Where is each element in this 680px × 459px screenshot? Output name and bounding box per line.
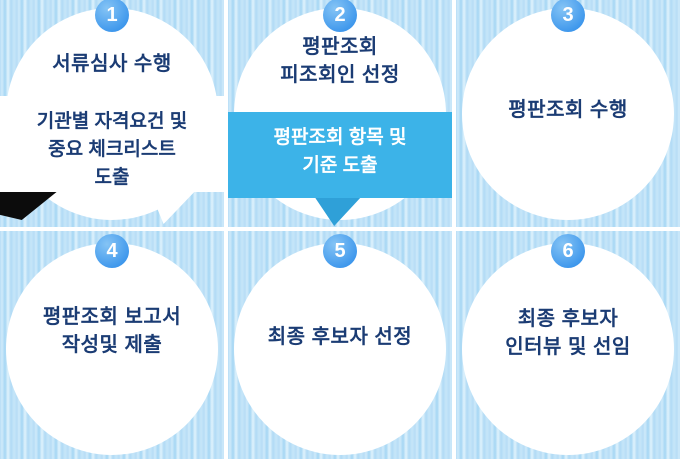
step-6-number-badge: 6 bbox=[551, 234, 585, 268]
step-6-title-line: 인터뷰 및 선임 bbox=[505, 336, 631, 358]
step-4-number-badge: 4 bbox=[95, 234, 129, 268]
step-2-note-line: 기준 도출 bbox=[302, 155, 378, 176]
step-3-title-line: 평판조회 수행 bbox=[508, 99, 628, 121]
step-6-title: 최종 후보자 인터뷰 및 선임 bbox=[456, 305, 680, 361]
step-2-note-box: 평판조회 항목 및 기준 도출 bbox=[228, 112, 452, 198]
step-5-number-badge: 5 bbox=[323, 234, 357, 268]
step-5-title: 최종 후보자 선정 bbox=[228, 323, 452, 351]
step-3-panel: 3 평판조회 수행 bbox=[456, 0, 680, 227]
step-5-number: 5 bbox=[334, 239, 346, 262]
step-4-title-line: 평판조회 보고서 bbox=[42, 306, 182, 328]
step-2-title: 평판조회 피조회인 선정 bbox=[228, 33, 452, 89]
step-1-number-badge: 1 bbox=[95, 0, 129, 32]
step-4-circle bbox=[6, 243, 218, 455]
step-5-title-line: 최종 후보자 선정 bbox=[267, 326, 413, 348]
step-2-number-badge: 2 bbox=[323, 0, 357, 32]
step-2-note-line: 평판조회 항목 및 bbox=[273, 127, 407, 148]
step-1-note-line: 도출 bbox=[94, 167, 130, 188]
step-3-number: 3 bbox=[562, 3, 574, 26]
step-3-circle bbox=[462, 8, 674, 220]
step-4-title-line: 작성및 제출 bbox=[61, 334, 163, 356]
step-6-title-line: 최종 후보자 bbox=[517, 308, 619, 330]
step-4-panel: 4 평판조회 보고서 작성및 제출 bbox=[0, 231, 224, 459]
step-3-title: 평판조회 수행 bbox=[456, 96, 680, 124]
step-6-panel: 6 최종 후보자 인터뷰 및 선임 bbox=[456, 231, 680, 459]
step-1-note-line: 중요 체크리스트 bbox=[48, 139, 176, 160]
step-2-title-line: 평판조회 bbox=[302, 36, 378, 58]
step-1-number: 1 bbox=[106, 3, 118, 26]
step-1-title-line: 서류심사 수행 bbox=[52, 53, 172, 75]
step-6-number: 6 bbox=[562, 239, 574, 262]
step-1-note-box: 기관별 자격요건 및 중요 체크리스트 도출 bbox=[0, 96, 224, 192]
step-4-title: 평판조회 보고서 작성및 제출 bbox=[0, 303, 224, 359]
step-3-number-badge: 3 bbox=[551, 0, 585, 32]
step-5-circle bbox=[234, 243, 446, 455]
step-1-title: 서류심사 수행 bbox=[0, 50, 224, 78]
step-2-title-line: 피조회인 선정 bbox=[280, 64, 400, 86]
step-1-note-line: 기관별 자격요건 및 bbox=[36, 111, 188, 132]
step-5-panel: 5 최종 후보자 선정 bbox=[228, 231, 452, 459]
step-1-panel: 1 서류심사 수행 기관별 자격요건 및 중요 체크리스트 도출 bbox=[0, 0, 224, 227]
step-4-number: 4 bbox=[106, 239, 118, 262]
step-2-number: 2 bbox=[334, 3, 346, 26]
step-2-panel: 2 평판조회 피조회인 선정 평판조회 항목 및 기준 도출 bbox=[228, 0, 452, 227]
step-6-circle bbox=[462, 243, 674, 455]
